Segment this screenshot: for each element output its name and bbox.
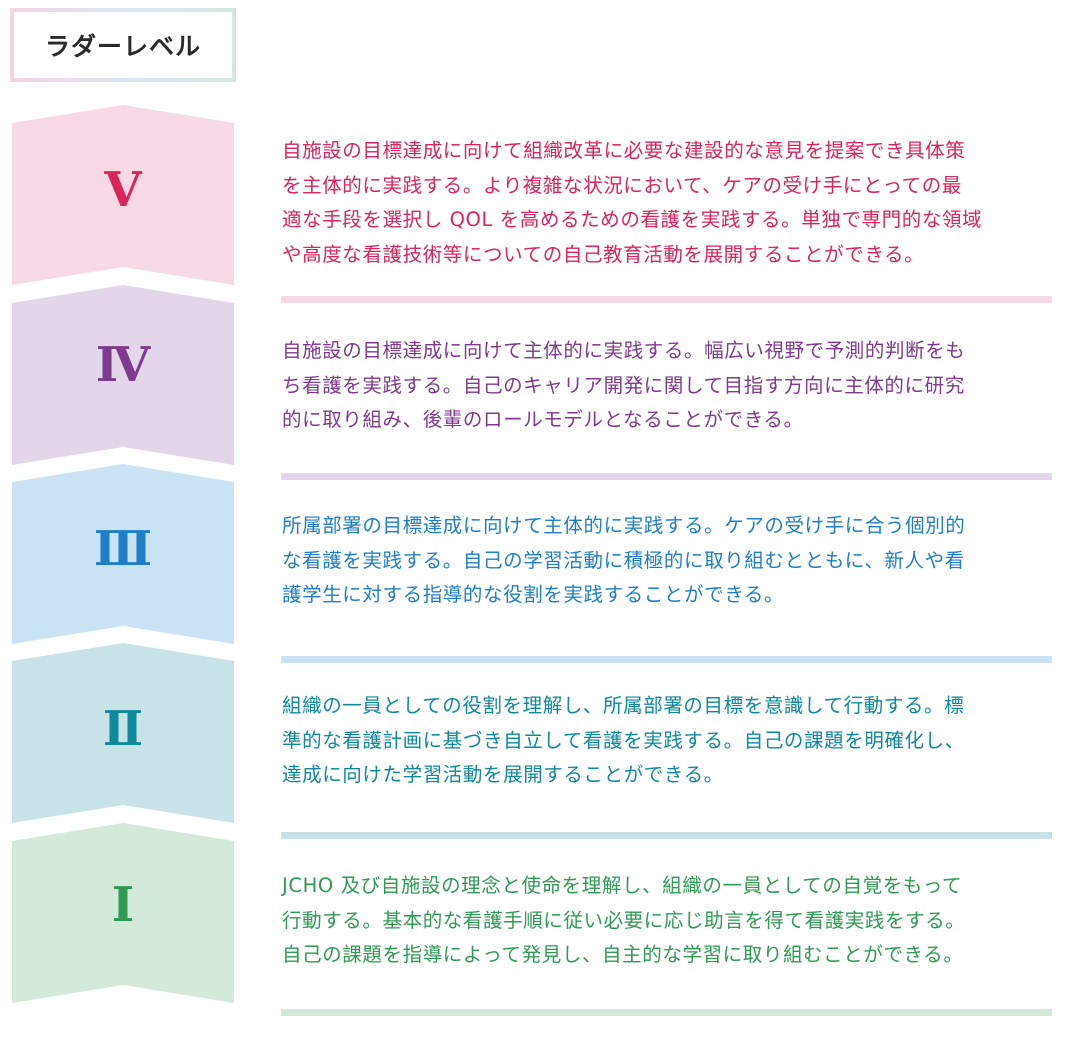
level-4-description: 自施設の目標達成に向けて主体的に実践する。幅広い視野で予測的判断をも ち看護を実…: [282, 334, 1057, 438]
level-3-line: な看護を実践する。自己の学習活動に積極的に取り組むとともに、新人や看: [282, 548, 965, 572]
level-5-numeral: Ⅴ: [104, 162, 142, 218]
level-2-chevron: [12, 643, 234, 823]
level-1-line: 行動する。基本的な看護手順に従い必要に応じ助言を得て看護実践をする。: [282, 908, 966, 932]
level-5-divider: [281, 296, 1052, 303]
level-5-line: を主体的に実践する。より複雑な状況において、ケアの受け手にとっての最: [282, 173, 962, 197]
level-3-numeral: Ⅲ: [93, 521, 153, 577]
level-5-line: 適な手段を選択し QOL を高めるための看護を実践する。単独で専門的な領域: [282, 208, 983, 231]
level-3-line: 護学生に対する指導的な役割を実践することができる。: [282, 583, 785, 606]
level-4-line: 的に取り組み、後輩のロールモデルとなることができる。: [282, 408, 804, 431]
level-1-line: JCHO 及び自施設の理念と使命を理解し、組織の一員としての自覚をもって: [282, 874, 963, 897]
level-2-line: 組織の一員としての役割を理解し、所属部署の目標を意識して行動する。標: [282, 694, 965, 717]
ladder-level-title: ラダーレベル: [14, 12, 232, 78]
level-1-chevron: [12, 823, 234, 1003]
level-2-numeral: Ⅱ: [102, 701, 144, 757]
level-1-description: JCHO 及び自施設の理念と使命を理解し、組織の一員としての自覚をもって 行動す…: [282, 869, 1057, 973]
ladder-level-title-frame: ラダーレベル: [10, 8, 236, 82]
level-5-description: 自施設の目標達成に向けて組織改革に必要な建設的な意見を提案でき具体策 を主体的に…: [282, 134, 1057, 272]
level-1-numeral: Ⅰ: [111, 877, 135, 933]
level-4-line: ち看護を実践する。自己のキャリア開発に関して目指す方向に主体的に研究: [282, 373, 965, 397]
level-2-line: 準的な看護計画に基づき自立して看護を実践する。自己の課題を明確化し、: [282, 728, 965, 752]
level-5-chevron: [12, 105, 234, 285]
level-4-section: Ⅳ 自施設の目標達成に向けて主体的に実践する。幅広い視野で予測的判断をも ち看護…: [0, 285, 1077, 480]
level-5-section: Ⅴ 自施設の目標達成に向けて組織改革に必要な建設的な意見を提案でき具体策 を主体…: [0, 105, 1077, 303]
level-4-numeral: Ⅳ: [95, 337, 151, 393]
level-5-line: 自施設の目標達成に向けて組織改革に必要な建設的な意見を提案でき具体策: [282, 139, 966, 162]
level-2-divider: [281, 832, 1052, 839]
level-3-description: 所属部署の目標達成に向けて主体的に実践する。ケアの受け手に合う個別的 な看護を実…: [282, 509, 1057, 613]
level-2-line: 達成に向けた学習活動を展開することができる。: [282, 763, 724, 786]
level-3-section: Ⅲ 所属部署の目標達成に向けて主体的に実践する。ケアの受け手に合う個別的 な看護…: [0, 464, 1077, 663]
level-4-chevron: [12, 285, 234, 465]
level-2-section: Ⅱ 組織の一員としての役割を理解し、所属部署の目標を意識して行動する。標 準的な…: [0, 643, 1077, 839]
level-3-chevron: [12, 464, 234, 644]
level-2-description: 組織の一員としての役割を理解し、所属部署の目標を意識して行動する。標 準的な看護…: [282, 689, 1057, 793]
level-1-line: 自己の課題を指導によって発見し、自主的な学習に取り組むことができる。: [282, 943, 964, 966]
level-4-divider: [281, 473, 1052, 480]
level-1-section: Ⅰ JCHO 及び自施設の理念と使命を理解し、組織の一員としての自覚をもって 行…: [0, 823, 1077, 1016]
level-3-line: 所属部署の目標達成に向けて主体的に実践する。ケアの受け手に合う個別的: [282, 514, 966, 537]
level-3-divider: [281, 656, 1052, 663]
level-4-line: 自施設の目標達成に向けて主体的に実践する。幅広い視野で予測的判断をも: [282, 339, 966, 362]
level-5-line: や高度な看護技術等についての自己教育活動を展開することができる。: [282, 242, 925, 266]
level-1-divider: [281, 1009, 1052, 1016]
